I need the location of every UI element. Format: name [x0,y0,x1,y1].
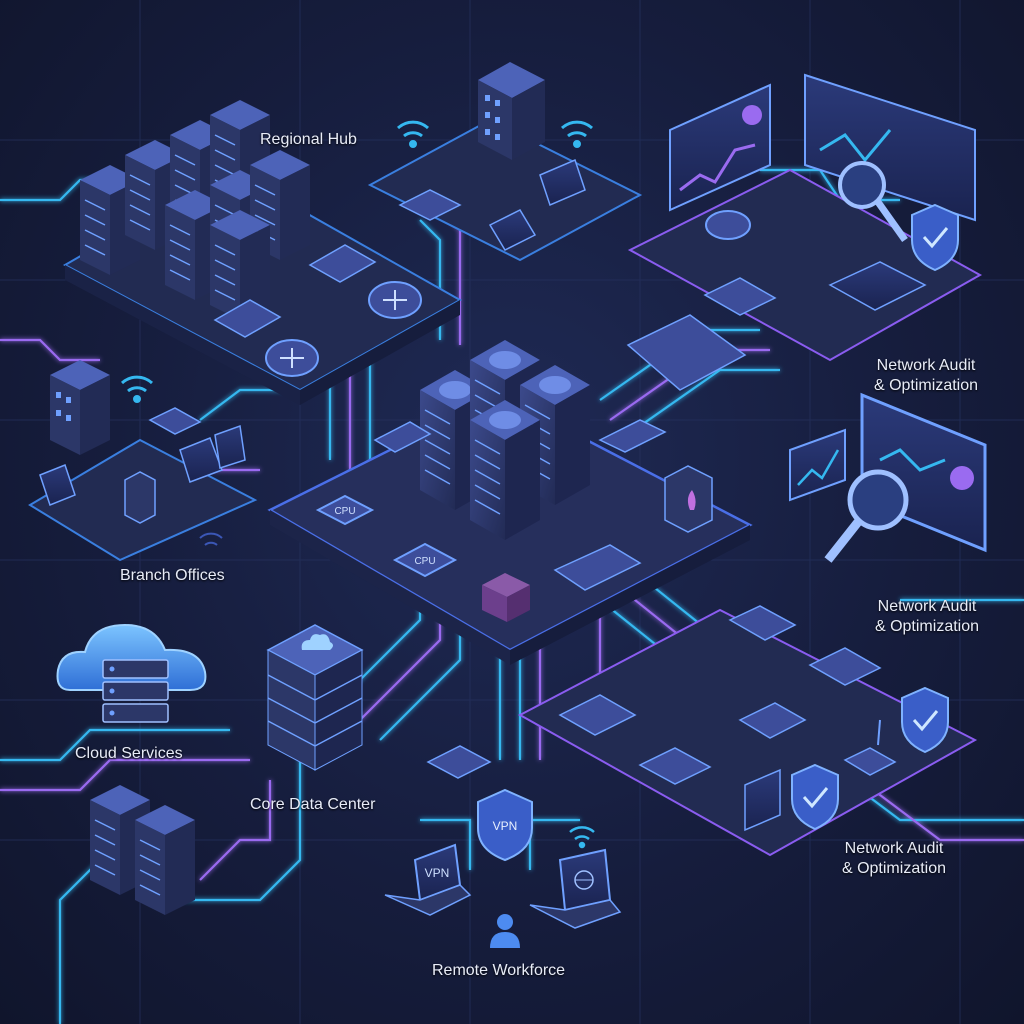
server-rack-icon [102,659,169,723]
server-rack-icon [209,209,271,321]
server-rack-icon [469,399,541,541]
switch-icon [148,407,202,435]
core-data-center-label: Core Data Center [250,796,376,813]
network-audit-label-2-line1: Network Audit [877,598,977,615]
router-icon [265,339,319,377]
vpn-shield-icon: VPN [477,788,533,862]
globe-icon [574,870,594,890]
laptop-icon [214,424,246,469]
router-icon [843,719,897,776]
platform-audit-bottom [517,608,978,857]
regional-hub-label: Regional Hub [260,131,357,148]
audit-middle-devices [789,392,987,563]
switch-icon [728,605,797,641]
switch-icon [558,694,637,736]
remote-workforce-label: Remote Workforce [432,962,566,979]
wifi-icon [120,375,154,403]
monitor-chart-icon [828,261,927,311]
cloud-icon [56,623,207,691]
network-audit-label-3-line2: & Optimization [841,860,947,877]
switch-icon [398,189,462,221]
shield-check-icon [911,203,959,272]
network-audit-label-2: Network Audit & Optimization [857,597,997,637]
switch-icon [213,299,282,338]
network-audit-label-1: Network Audit & Optimization [856,356,996,396]
wifi-icon [569,826,595,849]
regional-hub-servers [80,99,311,321]
network-audit-label-3-line1: Network Audit [844,840,944,857]
switch-icon [426,745,492,779]
monitor-chart-icon [789,428,846,502]
laptop-icon [39,464,76,506]
server-rack-icon [266,624,364,771]
switch-icon [598,419,667,453]
laptop-icon [488,209,537,251]
firewall-icon [482,573,530,622]
top-center-devices [396,62,594,251]
network-audit-label-1-line2: & Optimization [873,377,979,394]
shield-check-icon [901,686,949,754]
server-rack-icon [664,465,713,533]
network-audit-label-3: Network Audit & Optimization [824,839,964,879]
switch-icon [703,277,777,316]
building-icon [50,360,110,455]
wifi-icon [396,120,430,148]
switch-icon [638,747,712,785]
wifi-icon [199,532,223,546]
audit-top-devices [626,73,976,391]
laptop-icon [539,158,586,207]
building-icon [478,62,545,160]
magnifier-icon [838,161,908,243]
user-icon [490,914,520,948]
cloud-services-group [56,623,207,723]
monitor-chart-icon [744,768,781,832]
server-rack-icon [124,471,156,524]
regional-hub-network-devices [213,244,422,377]
bottom-left-servers [89,784,196,916]
laptop-icon [529,848,622,929]
cpu-chip-label: CPU [414,556,435,567]
router-icon [368,281,422,319]
switch-icon [553,544,642,591]
monitor-chart-icon [669,83,771,212]
network-audit-label-1-line1: Network Audit [876,357,976,374]
cpu-chip-icon: CPU [315,494,375,526]
network-audit-label-2-line2: & Optimization [874,618,980,635]
switch-icon [626,314,747,391]
router-icon [705,210,751,240]
core-data-center-storage [266,624,492,779]
vpn-laptop-label: VPN [425,866,450,880]
switch-icon [373,421,432,453]
platform-top-center [367,118,643,262]
server-rack-icon [134,804,196,916]
switch-icon [808,647,882,686]
branch-offices-label: Branch Offices [120,567,225,584]
switch-icon [738,702,807,739]
cpu-chip-label: CPU [334,506,355,517]
cloud-services-label: Cloud Services [75,745,183,762]
remote-workforce-group: VPN VPN [384,788,622,948]
magnifier-icon [824,469,909,563]
laptop-icon [179,437,223,483]
wifi-icon [560,120,594,148]
audit-bottom-devices [558,605,949,832]
shield-check-icon [791,763,839,831]
switch-icon [308,244,377,283]
branch-devices [39,360,246,546]
vpn-shield-label: VPN [493,819,518,833]
monitor-chart-icon [804,73,976,222]
core-servers: CPU CPU [315,339,713,622]
laptop-icon: VPN [384,843,472,916]
cpu-chip-icon: CPU [392,542,458,578]
